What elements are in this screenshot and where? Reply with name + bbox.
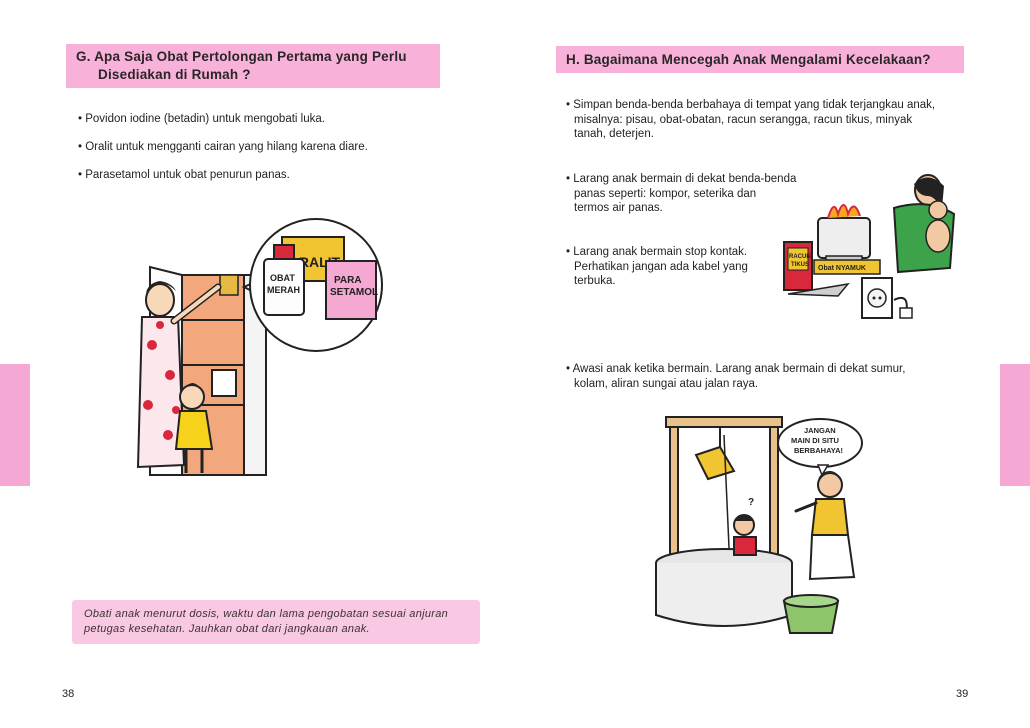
section-g-heading: G. Apa Saja Obat Pertolongan Pertama yan… xyxy=(66,44,440,88)
well-danger-illustration: ? JANGAN MAIN DI SITU BERBAHAYA! xyxy=(655,416,863,634)
racun-label-2: TIKUS xyxy=(791,262,809,268)
bullet-hot-objects-line3: termos air panas. xyxy=(574,202,663,214)
parasetamol-label-2: SETAMOL xyxy=(330,287,378,298)
bullet-supervise-play-line1: • Awasi anak ketika bermain. Larang anak… xyxy=(566,363,906,375)
bullet-supervise-play-line2: kolam, aliran sungai atau jalan raya. xyxy=(574,377,759,390)
dosage-note-line2: petugas kesehatan. Jauhkan obat dari jan… xyxy=(84,623,370,635)
bullet-hot-objects-line1: • Larang anak bermain di dekat benda-ben… xyxy=(566,173,797,185)
section-h-heading: H. Bagaimana Mencegah Anak Mengalami Kec… xyxy=(556,46,964,73)
bullet-parasetamol: • Parasetamol untuk obat penurun panas. xyxy=(78,169,290,181)
obat-nyamuk-label: Obat NYAMUK xyxy=(818,265,866,272)
bullet-povidon: • Povidon iodine (betadin) untuk mengoba… xyxy=(78,113,325,125)
page-number-left: 38 xyxy=(62,688,75,700)
dosage-note-box: Obati anak menurut dosis, waktu dan lama… xyxy=(72,600,480,644)
medicine-cabinet-illustration: ORALIT OBAT MERAH PARA SETAMOL xyxy=(136,218,383,476)
bullet-power-outlet-line1: • Larang anak bermain stop kontak. xyxy=(566,246,748,258)
section-g-heading-line1: G. Apa Saja Obat Pertolongan Pertama yan… xyxy=(76,49,407,64)
obat-merah-label-1: OBAT xyxy=(270,273,295,283)
child-question-mark: ? xyxy=(748,497,754,508)
bullet-supervise-play: • Awasi anak ketika bermain. Larang anak… xyxy=(566,362,905,391)
bullet-power-outlet-line2: Perhatikan jangan ada kabel yang xyxy=(574,260,748,273)
speech-line-3: BERBAHAYA! xyxy=(794,446,843,455)
speech-line-2: MAIN DI SITU xyxy=(791,436,839,445)
obat-merah-label-2: MERAH xyxy=(267,285,300,295)
bullet-dangerous-objects-line3: tanah, deterjen. xyxy=(574,128,654,140)
bullet-hot-objects-line2: panas seperti: kompor, seterika dan xyxy=(574,187,757,200)
bullet-power-outlet: • Larang anak bermain stop kontak. Perha… xyxy=(566,245,748,289)
household-hazards-illustration: RACUN TIKUS Obat NYAMUK xyxy=(783,174,956,319)
right-side-tab xyxy=(1000,364,1030,486)
bullet-dangerous-objects: • Simpan benda-benda berbahaya di tempat… xyxy=(566,98,935,142)
left-side-tab xyxy=(0,364,30,486)
bullet-power-outlet-line3: terbuka. xyxy=(574,275,616,287)
bullet-dangerous-objects-line2: misalnya: pisau, obat-obatan, racun sera… xyxy=(574,113,913,126)
bullet-hot-objects: • Larang anak bermain di dekat benda-ben… xyxy=(566,172,796,216)
parasetamol-label-1: PARA xyxy=(334,275,362,286)
racun-label-1: RACUN xyxy=(789,254,811,260)
section-h-heading-text: H. Bagaimana Mencegah Anak Mengalami Kec… xyxy=(566,52,931,67)
section-g-heading-line2: Disediakan di Rumah ? xyxy=(98,67,251,82)
page-number-right: 39 xyxy=(956,688,969,700)
bullet-oralit: • Oralit untuk mengganti cairan yang hil… xyxy=(78,141,368,153)
bullet-dangerous-objects-line1: • Simpan benda-benda berbahaya di tempat… xyxy=(566,99,936,111)
dosage-note-line1: Obati anak menurut dosis, waktu dan lama… xyxy=(84,608,449,620)
speech-line-1: JANGAN xyxy=(804,426,836,435)
